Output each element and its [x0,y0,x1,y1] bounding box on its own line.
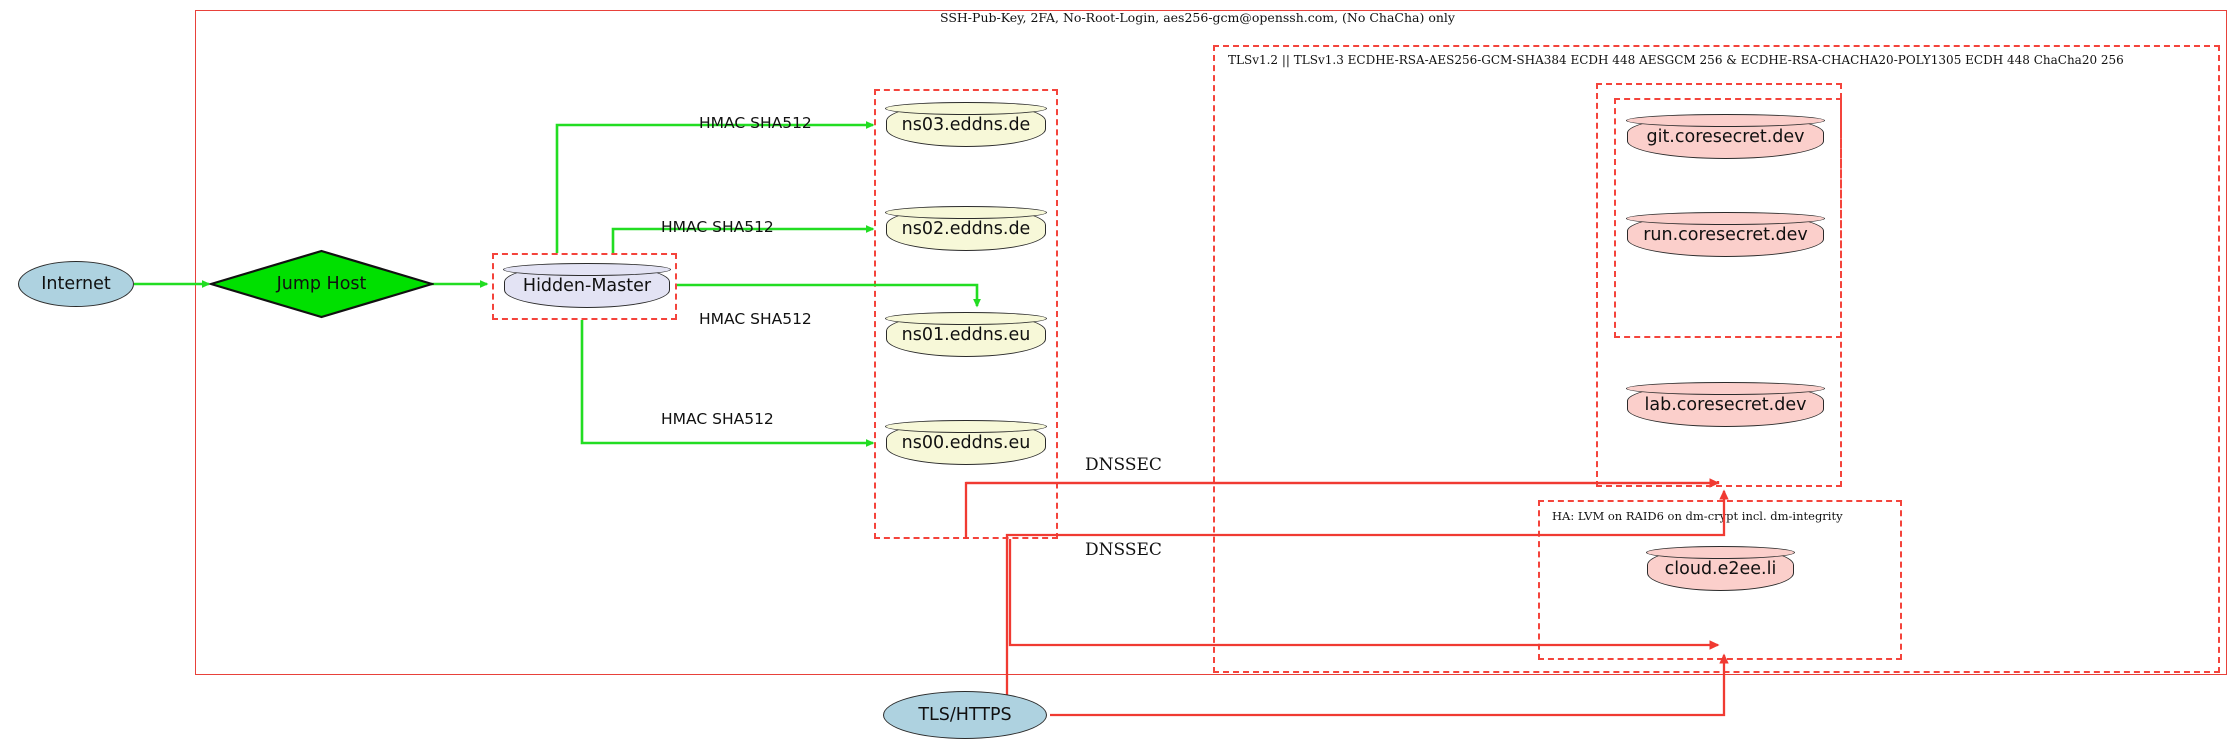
node-lab-coresecret-label: lab.coresecret.dev [1644,395,1807,415]
node-ns03-label: ns03.eddns.de [901,115,1031,135]
hidden-master-cluster-box [492,253,677,320]
diamond-shape [209,249,434,319]
node-tls-https[interactable]: TLS/HTTPS [883,691,1047,739]
ssh-cluster-caption: SSH-Pub-Key, 2FA, No-Root-Login, aes256-… [940,10,1455,25]
node-ns01-label: ns01.eddns.eu [901,325,1031,345]
node-ns00-label: ns00.eddns.eu [901,433,1031,453]
node-git-coresecret[interactable]: git.coresecret.dev [1626,114,1825,159]
coresecret-inner-cluster-box [1614,98,1842,338]
edge-label-hmac-ns01: HMAC SHA512 [699,310,812,328]
node-run-coresecret-label: run.coresecret.dev [1643,225,1808,245]
edge-label-hmac-ns00: HMAC SHA512 [661,410,774,428]
node-hidden-master[interactable]: Hidden-Master [503,263,671,308]
node-jump-host-label: Jump Host [276,274,367,294]
edge-label-hmac-ns02: HMAC SHA512 [661,218,774,236]
node-internet-label: Internet [41,274,111,294]
edge-label-dnssec-lower: DNSSEC [1085,540,1162,560]
node-jump-host[interactable]: Jump Host [209,249,434,319]
node-git-coresecret-label: git.coresecret.dev [1646,127,1805,147]
ha-cluster-caption: HA: LVM on RAID6 on dm-crypt incl. dm-in… [1552,509,1843,523]
node-cloud-e2ee-label: cloud.e2ee.li [1664,559,1777,579]
node-ns02-label: ns02.eddns.de [901,219,1031,239]
edge-label-dnssec-upper: DNSSEC [1085,455,1162,475]
edge-label-hmac-ns03: HMAC SHA512 [699,114,812,132]
node-cloud-e2ee[interactable]: cloud.e2ee.li [1646,546,1795,591]
node-run-coresecret[interactable]: run.coresecret.dev [1626,212,1825,257]
node-ns03[interactable]: ns03.eddns.de [885,102,1047,147]
node-ns02[interactable]: ns02.eddns.de [885,206,1047,251]
node-ns00[interactable]: ns00.eddns.eu [885,420,1047,465]
node-hidden-master-label: Hidden-Master [522,276,652,296]
node-lab-coresecret[interactable]: lab.coresecret.dev [1626,382,1825,427]
node-ns01[interactable]: ns01.eddns.eu [885,312,1047,357]
node-internet[interactable]: Internet [18,261,134,307]
node-tls-https-label: TLS/HTTPS [918,705,1012,725]
tls-cluster-caption: TLSv1.2 || TLSv1.3 ECDHE-RSA-AES256-GCM-… [1228,53,2124,67]
